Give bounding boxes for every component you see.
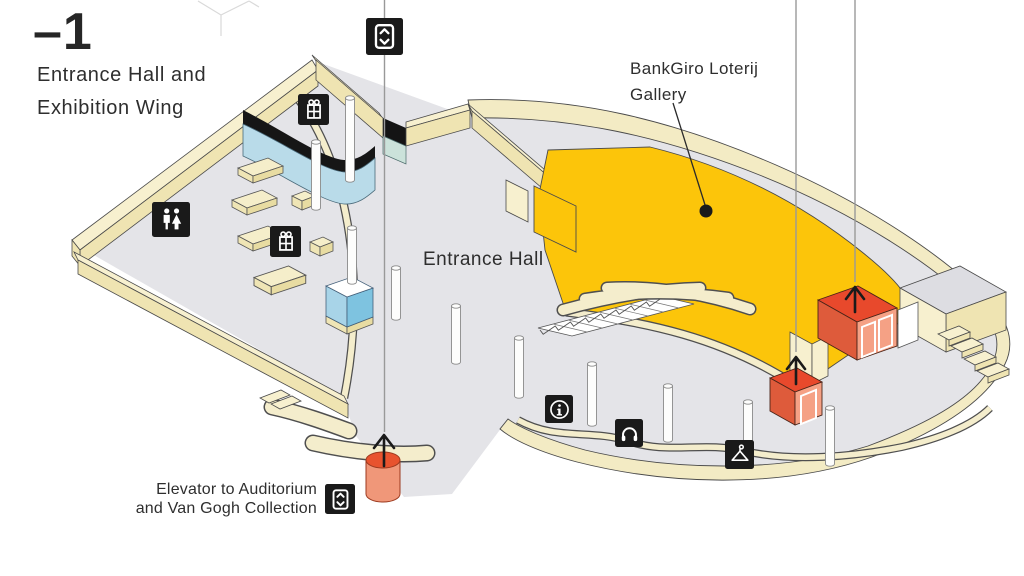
gallery-partition-wall xyxy=(467,103,557,223)
central-staircase xyxy=(537,281,757,337)
restrooms-icon xyxy=(152,202,190,237)
elevator-guide-lines xyxy=(383,0,856,432)
outer-wall-rim xyxy=(467,99,1011,481)
coat-check-icon xyxy=(725,440,754,469)
display-case-blue xyxy=(324,276,375,335)
shop-icon xyxy=(298,94,329,125)
escalator-ramps xyxy=(259,389,436,463)
up-arrows xyxy=(372,285,866,468)
floor-title-line1: Entrance Hall and xyxy=(37,64,207,86)
gallery-leader-line xyxy=(672,102,713,218)
gallery-label: BankGiro Loterij Gallery xyxy=(630,56,758,108)
gallery-sign-panel xyxy=(533,185,577,253)
auditorium-block xyxy=(899,265,1010,384)
gallery-label-line1: BankGiro Loterij xyxy=(630,59,759,78)
doorway-opening xyxy=(383,118,406,146)
elevator-label: Elevator to Auditorium and Van Gogh Coll… xyxy=(105,480,317,518)
audio-guide-icon xyxy=(615,419,643,447)
elevator-icon xyxy=(325,484,355,514)
floor-title-line2: Exhibition Wing xyxy=(37,97,184,119)
shop-icon xyxy=(270,226,301,257)
entrance-hall-label: Entrance Hall xyxy=(423,249,544,270)
pillars xyxy=(311,95,835,467)
elevator-label-line1: Elevator to Auditorium xyxy=(156,481,317,498)
gallery-label-line2: Gallery xyxy=(630,85,687,104)
information-icon xyxy=(545,395,573,423)
elevator-label-line2: and Van Gogh Collection xyxy=(135,500,317,517)
elevator-box-large xyxy=(789,285,919,385)
floor-number: –1 xyxy=(33,3,93,61)
north-wall xyxy=(311,54,471,165)
elevator-icon xyxy=(366,18,403,55)
upper-floor-ghost-outline xyxy=(197,0,260,36)
